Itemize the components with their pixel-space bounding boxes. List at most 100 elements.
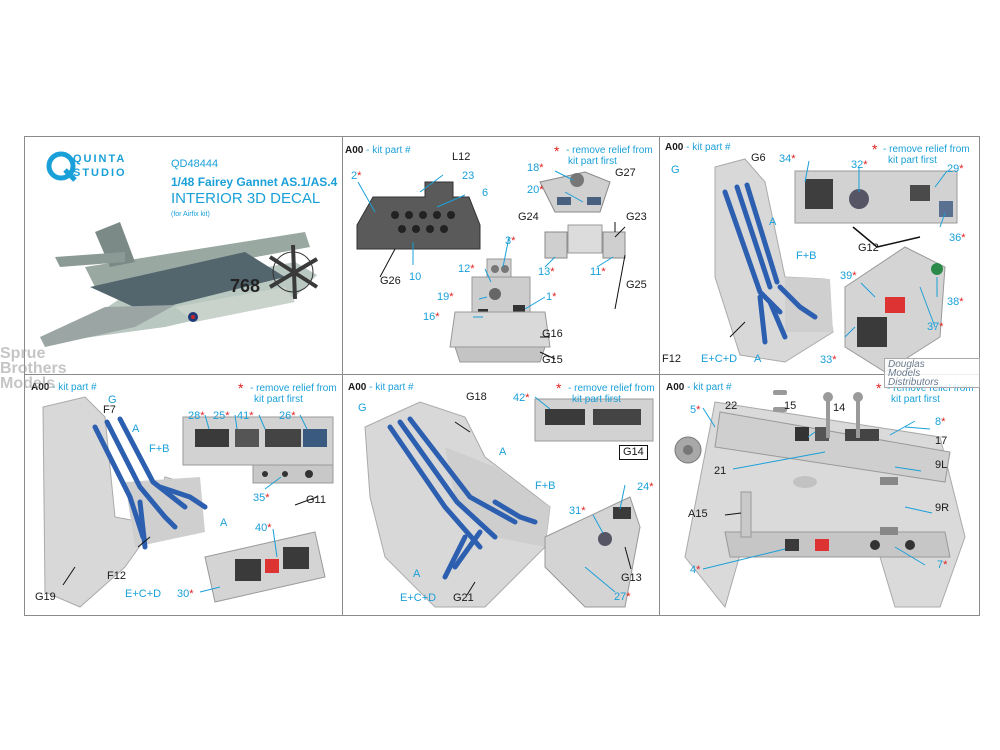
legend-remove2-p2: kit part first	[568, 156, 617, 167]
kit-label-F7: F7	[103, 404, 116, 416]
decal-label-31: 31*	[569, 505, 586, 517]
decal-label-27: 27*	[614, 591, 631, 603]
kit-label-ECD-p3: E+C+D	[701, 353, 738, 365]
legend-remove-p3: - remove relief from	[883, 144, 970, 155]
kit-label-14: 14	[833, 402, 846, 414]
small-parts-p6	[674, 390, 898, 535]
harness-straps-p3	[722, 182, 818, 345]
kit-label-FB-p4: F+B	[149, 443, 170, 455]
kit-label-A-p5-a: A	[499, 446, 507, 458]
kit-label-A15: A15	[688, 508, 708, 520]
legend-kit-part-p6: A00 - kit part #	[666, 382, 732, 393]
kit-label-A-p5-b: A	[413, 568, 421, 580]
legend-kit-part-p4: A00 - kit part #	[31, 382, 97, 393]
decal-label-32: 32*	[851, 159, 868, 171]
panel-divider	[342, 137, 343, 615]
decal-label-8: 8*	[935, 416, 946, 428]
kit-label-9R: 9R	[935, 502, 950, 514]
decal-label-1: 1*	[546, 291, 557, 303]
legend-kit-part-p5: A00 - kit part #	[348, 382, 414, 393]
legend-star-p2: *	[554, 143, 560, 159]
decal-label-30: 30*	[177, 588, 194, 600]
kit-label-L12: L12	[452, 151, 471, 163]
legend-star-p3: *	[872, 141, 878, 157]
product-code: QD48444	[171, 158, 219, 170]
quinta-logo-icon	[46, 151, 77, 182]
kit-label-G-p4: G	[108, 394, 117, 406]
decal-label-3: 3*	[505, 235, 516, 247]
kit-label-22: 22	[725, 400, 738, 412]
kit-label-G11: G11	[306, 494, 326, 506]
kit-label-G18: G18	[466, 391, 487, 403]
cockpit-floor-p6	[684, 401, 966, 609]
watermark-right: Douglas Models Distributors	[884, 358, 980, 388]
kit-label-17: 17	[935, 435, 948, 447]
decal-label-7: 7*	[937, 559, 948, 571]
console-parts-p4	[182, 416, 334, 603]
decal-label-11: 11*	[590, 266, 606, 278]
kit-label-FB-p5: F+B	[535, 480, 556, 492]
decal-label-20: 20*	[527, 184, 544, 196]
decal-label-4: 4*	[690, 564, 701, 576]
decal-label-5: 5*	[690, 404, 701, 416]
decal-label-16: 16*	[423, 311, 440, 323]
kit-label-F12: F12	[662, 353, 681, 365]
kit-label-G24: G24	[518, 211, 539, 223]
brand-name-line2: STUDIO	[73, 167, 127, 179]
kit-label-G13: G13	[621, 572, 642, 584]
kit-label-A-p4-a: A	[132, 423, 140, 435]
product-note: (for Airfix kit)	[171, 211, 210, 218]
legend-remove2-p5: kit part first	[572, 394, 621, 405]
watermark-left: Sprue Brothers Models	[0, 345, 67, 392]
kit-label-A-p3-b: A	[754, 353, 762, 365]
decal-label-23: 23	[462, 170, 475, 182]
kit-label-A-p3-a: A	[769, 216, 777, 228]
legend-remove2-p3: kit part first	[888, 155, 937, 166]
kit-label-G14: G14	[619, 445, 648, 460]
kit-label-9L: 9L	[935, 459, 948, 471]
legend-remove-p2: - remove relief from	[566, 145, 653, 156]
instrument-panel-rear	[539, 171, 626, 259]
kit-label-G27: G27	[615, 167, 636, 179]
product-title: 1/48 Fairey Gannet AS.1/AS.4	[171, 175, 338, 189]
kit-label-F12-p4: F12	[107, 570, 126, 582]
decal-label-2: 2*	[351, 170, 362, 182]
aircraft-illustration	[40, 222, 319, 347]
legend-star-p4: *	[238, 380, 244, 396]
decal-label-24: 24*	[637, 481, 654, 493]
kit-label-G23: G23	[626, 211, 647, 223]
instruction-sheet: QUINTA STUDIO QD48444 1/48 Fairey Gannet…	[24, 136, 980, 616]
kit-label-G-p3: G	[671, 164, 680, 176]
aircraft-number: 768	[230, 276, 261, 296]
kit-label-G12: G12	[858, 242, 879, 254]
legend-remove2-p4: kit part first	[254, 394, 303, 405]
legend-star-p6: *	[876, 380, 882, 396]
decal-label-35: 35*	[253, 492, 270, 504]
decal-label-41: 41*	[237, 410, 254, 422]
kit-label-ECD-p5: E+C+D	[400, 592, 437, 604]
legend-remove2-p6: kit part first	[891, 394, 940, 405]
leader-lines	[199, 160, 948, 593]
kit-label-G15: G15	[542, 354, 563, 366]
legend-kit-part-p2: A00 - kit part #	[345, 145, 411, 156]
decal-label-26: 26*	[279, 410, 296, 422]
kit-label-21: 21	[714, 465, 727, 477]
decal-label-28: 28*	[188, 410, 205, 422]
decal-label-40: 40*	[255, 522, 272, 534]
decal-label-10: 10	[409, 271, 422, 283]
kit-label-G21: G21	[453, 592, 474, 604]
decal-label-29: 29*	[947, 163, 964, 175]
decal-label-12: 12*	[458, 263, 475, 275]
decal-label-39: 39*	[840, 270, 857, 282]
brand-name-line1: QUINTA	[73, 153, 127, 165]
kit-label-G6: G6	[751, 152, 766, 164]
panel-divider	[25, 374, 979, 375]
panel-divider	[659, 137, 660, 615]
legend-star-p5: *	[556, 380, 562, 396]
decal-label-18: 18*	[527, 162, 544, 174]
decal-label-33: 33*	[820, 354, 837, 366]
kit-label-G-p5: G	[358, 402, 367, 414]
console-parts-p5	[534, 398, 654, 608]
kit-label-A-p4-b: A	[220, 517, 228, 529]
legend-remove-p5: - remove relief from	[568, 383, 655, 394]
